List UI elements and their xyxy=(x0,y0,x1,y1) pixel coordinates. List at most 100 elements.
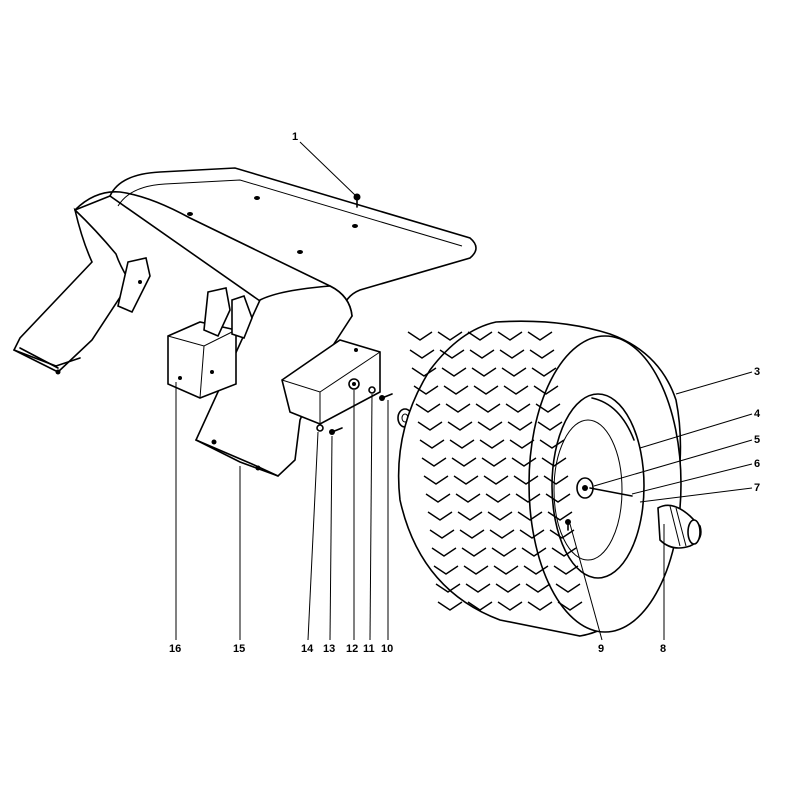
tread-block xyxy=(503,385,529,395)
tread-block xyxy=(501,367,527,377)
tread-block xyxy=(551,547,577,557)
callout-16: 16 xyxy=(169,643,181,655)
callout-labels: 1 3 4 5 6 7 8 9 10 11 12 13 14 15 16 xyxy=(169,131,761,655)
tread-block xyxy=(525,583,551,593)
tread-block xyxy=(557,601,583,611)
tread-block xyxy=(489,529,515,539)
callout-11: 11 xyxy=(363,643,375,655)
tread-block xyxy=(453,475,479,485)
tread-block xyxy=(541,457,567,467)
tread-block xyxy=(535,403,561,413)
tread-block xyxy=(469,349,495,359)
tread-block xyxy=(437,601,463,611)
tread-block xyxy=(427,511,453,521)
tread-block xyxy=(537,421,563,431)
leader-lines xyxy=(175,141,753,641)
tread-block xyxy=(491,547,517,557)
callout-6: 6 xyxy=(754,458,760,470)
tread-block xyxy=(415,403,441,413)
tread-block xyxy=(497,601,523,611)
tread-block xyxy=(545,493,571,503)
tread-block xyxy=(457,511,483,521)
callout-15: 15 xyxy=(233,643,245,655)
tread-block xyxy=(455,493,481,503)
tread-block xyxy=(497,331,523,341)
tread-block xyxy=(447,421,473,431)
tread-block xyxy=(473,385,499,395)
tread-block xyxy=(543,475,569,485)
callout-10: 10 xyxy=(381,643,393,655)
callout-13: 13 xyxy=(323,643,335,655)
tread-block xyxy=(529,349,555,359)
tread-block xyxy=(407,331,433,341)
callout-5: 5 xyxy=(754,434,760,446)
tread-block xyxy=(465,583,491,593)
tread-block xyxy=(441,367,467,377)
tread-block xyxy=(527,601,553,611)
callout-12: 12 xyxy=(346,643,358,655)
tread-block xyxy=(433,565,459,575)
tread-block xyxy=(431,547,457,557)
tread-block xyxy=(429,529,455,539)
tread-block xyxy=(553,565,579,575)
tread-block xyxy=(511,457,537,467)
tread-block xyxy=(463,565,489,575)
callout-1: 1 xyxy=(292,131,298,143)
tread-pattern xyxy=(407,331,583,611)
tread-block xyxy=(507,421,533,431)
callout-9: 9 xyxy=(598,643,604,655)
tread-block xyxy=(449,439,475,449)
tread-block xyxy=(437,331,463,341)
callout-8: 8 xyxy=(660,643,666,655)
callout-3: 3 xyxy=(754,366,760,378)
tread-block xyxy=(423,475,449,485)
tread-block xyxy=(451,457,477,467)
tread-block xyxy=(467,331,493,341)
tread-block xyxy=(505,403,531,413)
tread-block xyxy=(493,565,519,575)
tread-block xyxy=(445,403,471,413)
callout-7: 7 xyxy=(754,482,760,494)
tread-block xyxy=(513,475,539,485)
tread-block xyxy=(443,385,469,395)
callout-14: 14 xyxy=(301,643,314,655)
tread-block xyxy=(461,547,487,557)
tread-block xyxy=(439,349,465,359)
tread-block xyxy=(419,439,445,449)
tread-block xyxy=(411,367,437,377)
tread-block xyxy=(477,421,503,431)
tread-block xyxy=(481,457,507,467)
fender xyxy=(12,167,477,477)
tread-block xyxy=(521,547,547,557)
tread-block xyxy=(527,331,553,341)
tread-block xyxy=(459,529,485,539)
tread-block xyxy=(509,439,535,449)
tread-block xyxy=(485,493,511,503)
tread-block xyxy=(539,439,565,449)
tread-block xyxy=(531,367,557,377)
tread-block xyxy=(495,583,521,593)
callout-4: 4 xyxy=(754,408,761,420)
tread-block xyxy=(483,475,509,485)
tread-block xyxy=(517,511,543,521)
tread-block xyxy=(467,601,493,611)
tread-block xyxy=(417,421,443,431)
tread-block xyxy=(515,493,541,503)
tread-block xyxy=(471,367,497,377)
tread-block xyxy=(555,583,581,593)
tread-block xyxy=(519,529,545,539)
tread-block xyxy=(413,385,439,395)
tread-block xyxy=(533,385,559,395)
tread-block xyxy=(435,583,461,593)
tread-block xyxy=(479,439,505,449)
tread-block xyxy=(549,529,575,539)
tire xyxy=(397,320,702,637)
tread-block xyxy=(499,349,525,359)
tread-block xyxy=(487,511,513,521)
tread-block xyxy=(409,349,435,359)
tread-block xyxy=(475,403,501,413)
tread-block xyxy=(523,565,549,575)
tread-block xyxy=(425,493,451,503)
tread-block xyxy=(547,511,573,521)
